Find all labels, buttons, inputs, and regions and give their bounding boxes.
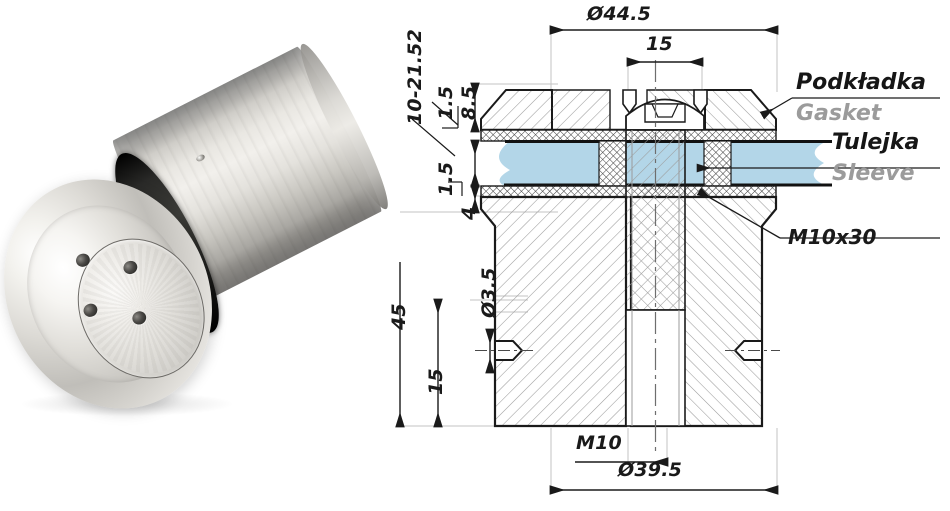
dimension-setscrew-height: 15 <box>425 368 447 395</box>
sleeve <box>598 140 732 187</box>
dimension-sleeve-shoulder: 4 <box>458 206 480 220</box>
callout-sleeve-en: Sleeve <box>832 161 915 186</box>
dimension-cap-height: 8.5 <box>458 85 480 120</box>
dimension-setscrew-diameter: Ø3.5 <box>478 267 500 318</box>
dimension-lines <box>395 25 779 495</box>
product-photo-panel <box>0 0 398 511</box>
callout-gasket-pl: Podkładka <box>796 70 926 95</box>
dimension-gasket-lower: 1.5 <box>435 161 457 196</box>
dimension-body-length: 45 <box>388 303 410 330</box>
cross-section-drawing <box>395 25 940 495</box>
dimension-leaders <box>411 101 463 196</box>
callout-leaders <box>696 97 940 239</box>
technical-drawing-panel: Ø44.5 15 10-21.52 1.5 8.5 1.5 4 45 15 Ø3… <box>380 0 950 511</box>
dimension-thread-size: M10 <box>576 432 622 454</box>
annotation-bolt-size: M10x30 <box>788 225 877 249</box>
callout-sleeve-pl: Tulejka <box>832 130 920 155</box>
dimension-gasket-upper: 1.5 <box>435 85 457 120</box>
dimension-counterbore-width: 15 <box>646 33 673 55</box>
product-photo <box>0 0 398 511</box>
dimension-glass-thickness: 10-21.52 <box>404 28 426 125</box>
set-screw-holes <box>475 340 780 361</box>
dimension-body-diameter: Ø39.5 <box>618 459 683 481</box>
callout-gasket-en: Gasket <box>796 101 882 126</box>
dimension-outer-diameter: Ø44.5 <box>587 3 652 25</box>
